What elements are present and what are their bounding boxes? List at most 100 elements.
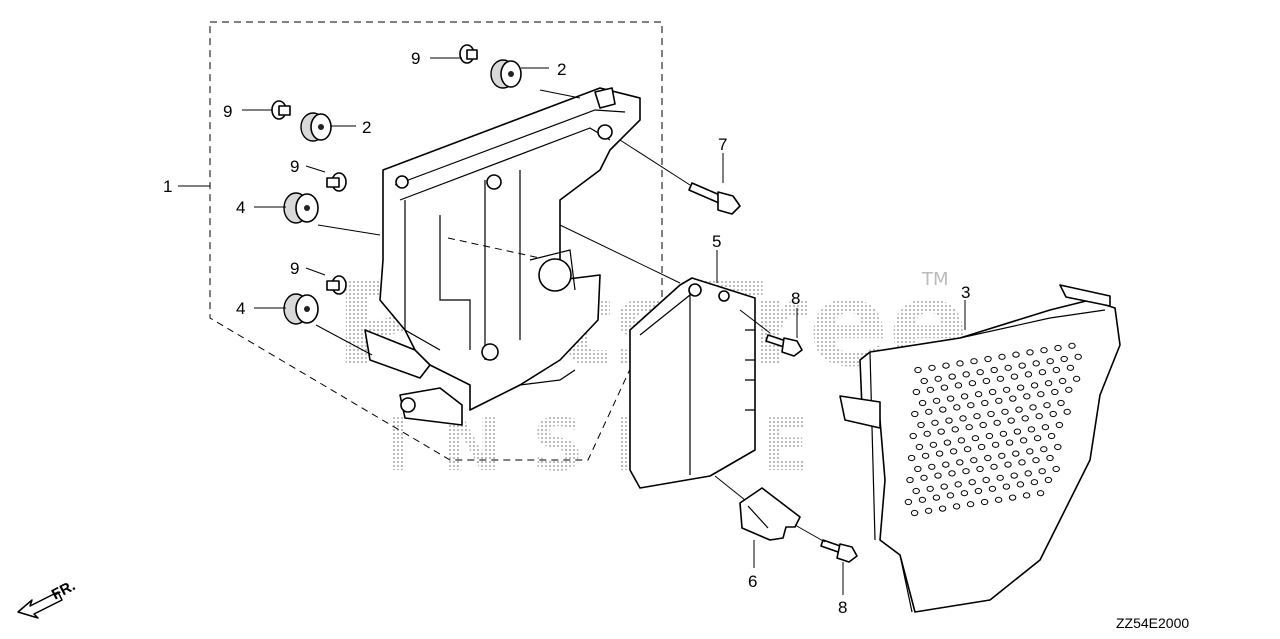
vent-hole: [971, 435, 980, 442]
vent-hole: [935, 450, 944, 457]
vent-hole: [926, 386, 935, 393]
vent-hole: [1030, 479, 1039, 486]
vent-hole: [966, 501, 975, 508]
vent-hole: [1004, 364, 1012, 371]
vent-hole: [976, 465, 984, 473]
vent-hole: [937, 428, 945, 435]
vent-hole: [960, 393, 969, 400]
vent-hole: [1040, 347, 1048, 354]
callout-9-d: 9: [290, 259, 299, 278]
vent-hole: [1022, 492, 1031, 499]
leader-lines: [178, 57, 966, 595]
vent-hole: [1046, 454, 1054, 462]
vent-hole: [1058, 377, 1067, 385]
vent-hole: [1026, 448, 1034, 455]
vent-hole: [925, 408, 933, 415]
vent-hole: [917, 421, 925, 429]
vent-hole: [1016, 384, 1025, 391]
vent-hole: [906, 476, 914, 484]
vent-hole: [934, 375, 942, 382]
vent-hole: [1038, 468, 1046, 475]
vent-hole: [951, 426, 959, 433]
vent-hole: [965, 424, 973, 431]
vent-hole: [954, 382, 963, 389]
vent-hole: [1049, 410, 1057, 418]
vent-hole: [929, 441, 938, 448]
callout-3: 3: [961, 283, 970, 302]
vent-hole: [1016, 481, 1025, 488]
vent-hole: [1018, 459, 1026, 466]
vent-hole: [939, 406, 947, 413]
vent-hole: [911, 410, 919, 418]
vent-hole: [1012, 351, 1020, 358]
callout-1: 1: [163, 177, 172, 196]
vent-hole: [963, 446, 972, 453]
vent-hole: [948, 373, 956, 380]
vent-hole: [920, 474, 928, 481]
vent-hole: [1066, 364, 1075, 371]
callout-8-upper: 8: [791, 289, 800, 308]
vent-hole: [931, 419, 939, 426]
bracket-assembly: [364, 87, 641, 426]
collar-2: [271, 100, 291, 120]
cover-vent-holes: [904, 342, 1082, 517]
callout-4-upper: 4: [236, 198, 245, 217]
vent-hole: [1051, 388, 1059, 396]
vent-hole: [1015, 406, 1023, 413]
vent-hole: [1004, 461, 1012, 468]
rubber-mount-lower: [283, 293, 319, 325]
vent-hole: [980, 498, 989, 506]
vent-hole: [998, 452, 1006, 459]
vent-hole: [1035, 413, 1043, 420]
vent-hole: [909, 432, 917, 440]
vent-hole: [1024, 371, 1033, 378]
vent-hole: [1002, 483, 1011, 490]
vent-hole: [994, 496, 1003, 503]
vent-hole: [918, 496, 927, 503]
collar-4: [326, 275, 347, 295]
vent-hole: [928, 364, 936, 371]
vent-hole: [1060, 355, 1068, 363]
vent-hole: [946, 395, 955, 402]
vent-hole: [988, 388, 997, 396]
vent-hole: [974, 391, 983, 398]
callout-9-b: 9: [223, 102, 232, 121]
vent-hole: [1055, 421, 1064, 429]
vent-hole: [1047, 432, 1056, 440]
flange-bolt-8-lower: [820, 539, 858, 563]
watermark-trademark: TM: [921, 269, 949, 290]
vent-hole: [1040, 446, 1048, 453]
vent-hole: [993, 419, 1001, 426]
vent-hole: [1010, 472, 1018, 479]
vent-hole: [1019, 437, 1028, 444]
vent-hole: [949, 448, 958, 455]
callout-4-lower: 4: [236, 299, 245, 318]
vent-hole: [1037, 391, 1045, 398]
vent-hole: [1041, 424, 1050, 431]
vent-hole: [990, 463, 998, 470]
diagram-code: ZZ54E2000: [1116, 615, 1189, 631]
vent-hole: [1065, 386, 1073, 393]
vent-hole: [962, 468, 970, 475]
vent-hole: [1030, 382, 1039, 389]
vent-hole: [1044, 380, 1053, 387]
vent-hole: [1046, 358, 1054, 365]
callout-9-a: 9: [411, 49, 420, 68]
vent-hole: [995, 397, 1003, 404]
callout-2-upper: 2: [557, 60, 566, 79]
vent-hole: [1018, 362, 1026, 369]
vent-hole: [907, 454, 916, 462]
cover: [839, 284, 1121, 613]
vent-hole: [1010, 373, 1019, 380]
grommet-lower: [300, 112, 332, 142]
vent-hole: [923, 430, 931, 437]
vent-hole: [973, 413, 981, 420]
vent-hole: [985, 432, 994, 440]
vent-hole: [918, 399, 927, 407]
vent-hole: [970, 358, 978, 365]
vent-hole: [1057, 399, 1065, 407]
vent-hole: [956, 360, 964, 367]
vent-hole: [932, 494, 941, 501]
vent-hole: [1009, 395, 1017, 402]
